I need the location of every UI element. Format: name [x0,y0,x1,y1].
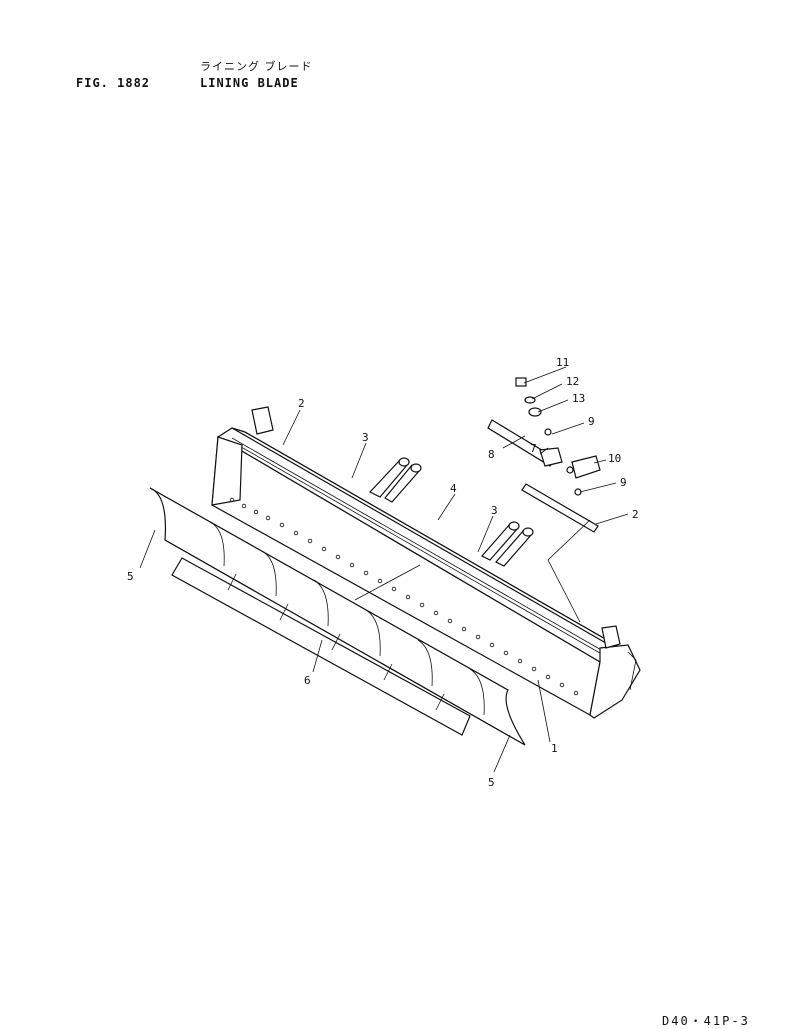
callout-5-left: 5 [127,570,134,583]
callout-13: 13 [572,392,585,405]
page-code: D40・41P-3 [662,1014,750,1028]
title-japanese: ライニング ブレード [200,60,313,73]
callout-7: 7 [530,442,537,455]
callout-12: 12 [566,375,579,388]
figure-number: FIG. 1882 [76,76,151,90]
callout-1: 1 [551,742,558,755]
callout-5-right: 5 [488,776,495,789]
callout-labels: 11 12 13 9 10 9 7 8 2 2 3 3 4 5 5 6 1 [127,356,639,789]
callout-9-upper: 9 [588,415,595,428]
callout-4: 4 [450,482,457,495]
callout-9-lower: 9 [620,476,627,489]
callout-3-left: 3 [362,431,369,444]
leader-lines [139,366,629,773]
callout-2-left: 2 [298,397,305,410]
callout-8: 8 [488,448,495,461]
callout-3-right: 3 [491,504,498,517]
bolt-holes [229,497,579,696]
lift-brackets [369,457,534,567]
callout-6: 6 [304,674,311,687]
callout-10: 10 [608,452,621,465]
title-english: LINING BLADE [200,76,299,90]
callout-11: 11 [556,356,569,369]
callout-2-right: 2 [632,508,639,521]
liner-plates [149,487,526,746]
blade-body [211,406,641,719]
